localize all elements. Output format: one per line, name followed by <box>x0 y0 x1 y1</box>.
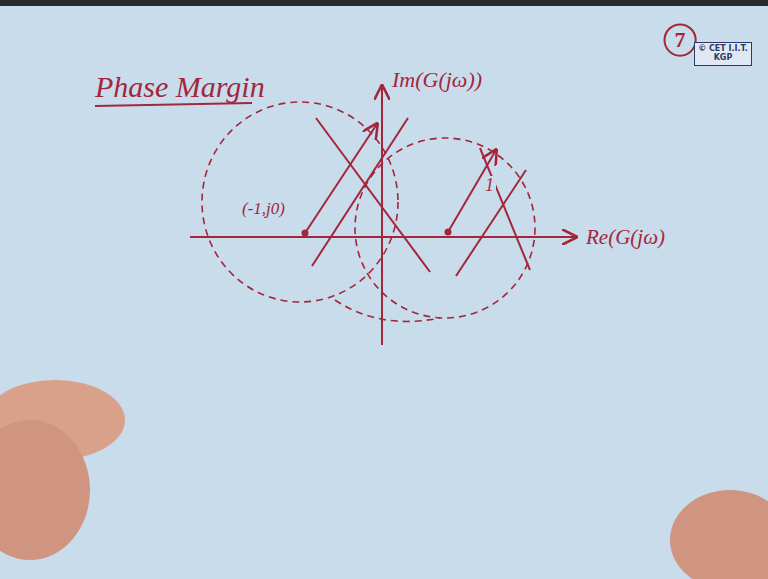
axis-label: Re(G(jω) <box>584 226 667 249</box>
vector-arrow <box>305 124 377 233</box>
sketch-line <box>312 118 408 266</box>
sketch-line <box>480 148 530 270</box>
page-number: 7 <box>663 23 697 57</box>
slide-title: Phase Margin <box>95 70 265 103</box>
dashed-arc <box>335 300 440 321</box>
hand <box>670 490 768 579</box>
title-underline <box>95 103 252 106</box>
logo-text: © CET I.I.T. KGP <box>698 45 748 63</box>
callout-number: 1 <box>483 176 496 196</box>
sketch-line <box>456 170 526 276</box>
logo-box: © CET I.I.T. KGP <box>694 42 752 66</box>
sketch-line <box>316 118 430 272</box>
vector-arrow <box>448 150 496 232</box>
point-marker <box>445 229 452 236</box>
top-strip <box>0 0 768 6</box>
number-circle <box>664 24 695 55</box>
page-number-text: 7 <box>675 28 686 52</box>
axis-label: Im(G(jω)) <box>390 68 484 92</box>
point-label: (-1,j0) <box>240 200 287 219</box>
dashed-circle <box>202 102 398 302</box>
imag-axis <box>381 86 383 345</box>
critical-point <box>302 230 309 237</box>
hand <box>0 420 90 560</box>
